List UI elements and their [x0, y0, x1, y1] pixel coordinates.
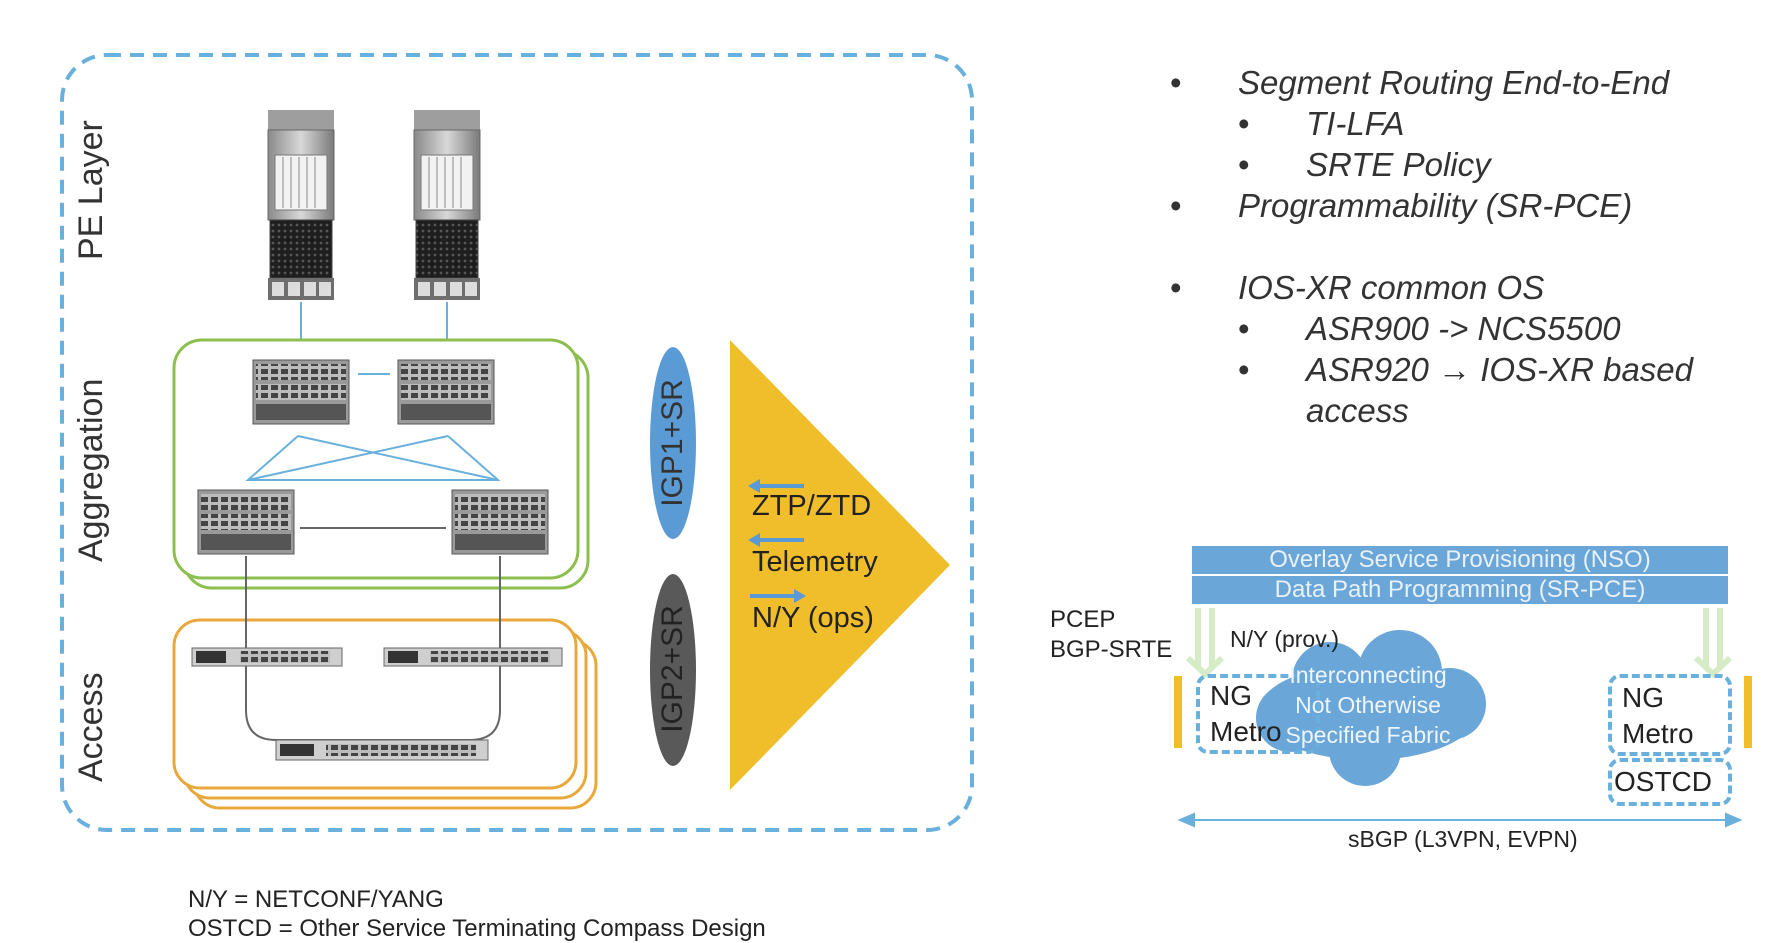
bullet-icon: •	[1170, 187, 1182, 224]
bullet-icon: •	[1238, 351, 1250, 388]
agg-router-top-left	[252, 359, 350, 425]
telemetry-label: Telemetry	[752, 546, 878, 578]
pe-router-1	[267, 110, 335, 300]
ng-metro-left-label-1: NG	[1210, 680, 1252, 711]
access-label: Access	[72, 672, 110, 782]
igp1-ellipse	[650, 347, 696, 539]
ztp-arrow	[748, 479, 804, 493]
pe-layer-label: PE Layer	[72, 120, 110, 260]
overlay-diagram	[1174, 608, 1752, 828]
igp1-label: IGP1+SR	[656, 379, 689, 507]
sbgp-arrow	[1177, 812, 1743, 828]
network-frame	[60, 53, 974, 832]
igp2-ellipse	[650, 574, 696, 766]
aggregation-label: Aggregation	[72, 378, 110, 562]
topology-diagram	[60, 53, 974, 832]
access-router-left	[191, 647, 343, 667]
ny-prov-label: N/Y (prov.)	[1230, 626, 1340, 652]
ng-metro-right-box	[1608, 674, 1732, 756]
igp2-label: IGP2+SR	[656, 605, 689, 733]
pe-router-2	[413, 110, 481, 300]
ztp-label: ZTP/ZTD	[752, 490, 872, 522]
down-arrow-right	[1693, 608, 1733, 679]
agg-router-bottom-right	[451, 489, 549, 555]
ny-ops-label: N/Y (ops)	[752, 602, 874, 634]
bgp-srte-label: BGP-SRTE	[1050, 636, 1173, 663]
telemetry-arrow	[748, 533, 804, 547]
bullet-icon: •	[1238, 105, 1250, 142]
right-edge-marker	[1744, 676, 1752, 748]
agg-router-top-right	[397, 359, 495, 425]
controller-triangle	[730, 340, 950, 790]
bullet-icon: •	[1238, 146, 1250, 183]
ng-metro-left-label-2: Metro	[1210, 716, 1282, 747]
down-arrow-left	[1185, 608, 1225, 679]
overlay-provisioning-bar: Overlay Service Provisioning (NSO)	[1192, 546, 1728, 574]
ng-metro-right-label-2: Metro	[1622, 718, 1694, 749]
access-router-bottom	[275, 739, 489, 761]
bullet-icon: •	[1170, 269, 1182, 306]
legend-line-1: N/Y = NETCONF/YANG	[188, 886, 444, 913]
ng-metro-left-box	[1196, 674, 1320, 754]
bullet-icon: •	[1238, 310, 1250, 347]
ostcd-label: OSTCD	[1614, 766, 1712, 797]
sbgp-label: sBGP (L3VPN, EVPN)	[1348, 826, 1578, 852]
legend-line-2: OSTCD = Other Service Terminating Compas…	[188, 915, 766, 942]
ng-metro-right-label-1: NG	[1622, 682, 1664, 713]
left-edge-marker	[1174, 676, 1182, 748]
ostcd-box	[1608, 758, 1732, 806]
pcep-label: PCEP	[1050, 606, 1116, 633]
bullet-icon: •	[1170, 64, 1182, 101]
fabric-cloud	[1256, 630, 1486, 786]
data-path-programming-bar: Data Path Programming (SR-PCE)	[1192, 576, 1728, 604]
access-router-right	[383, 647, 563, 667]
agg-router-bottom-left	[197, 489, 295, 555]
cloud-label: Interconnecting Not Otherwise Specified …	[1285, 662, 1451, 748]
ny-ops-arrow	[750, 589, 806, 603]
